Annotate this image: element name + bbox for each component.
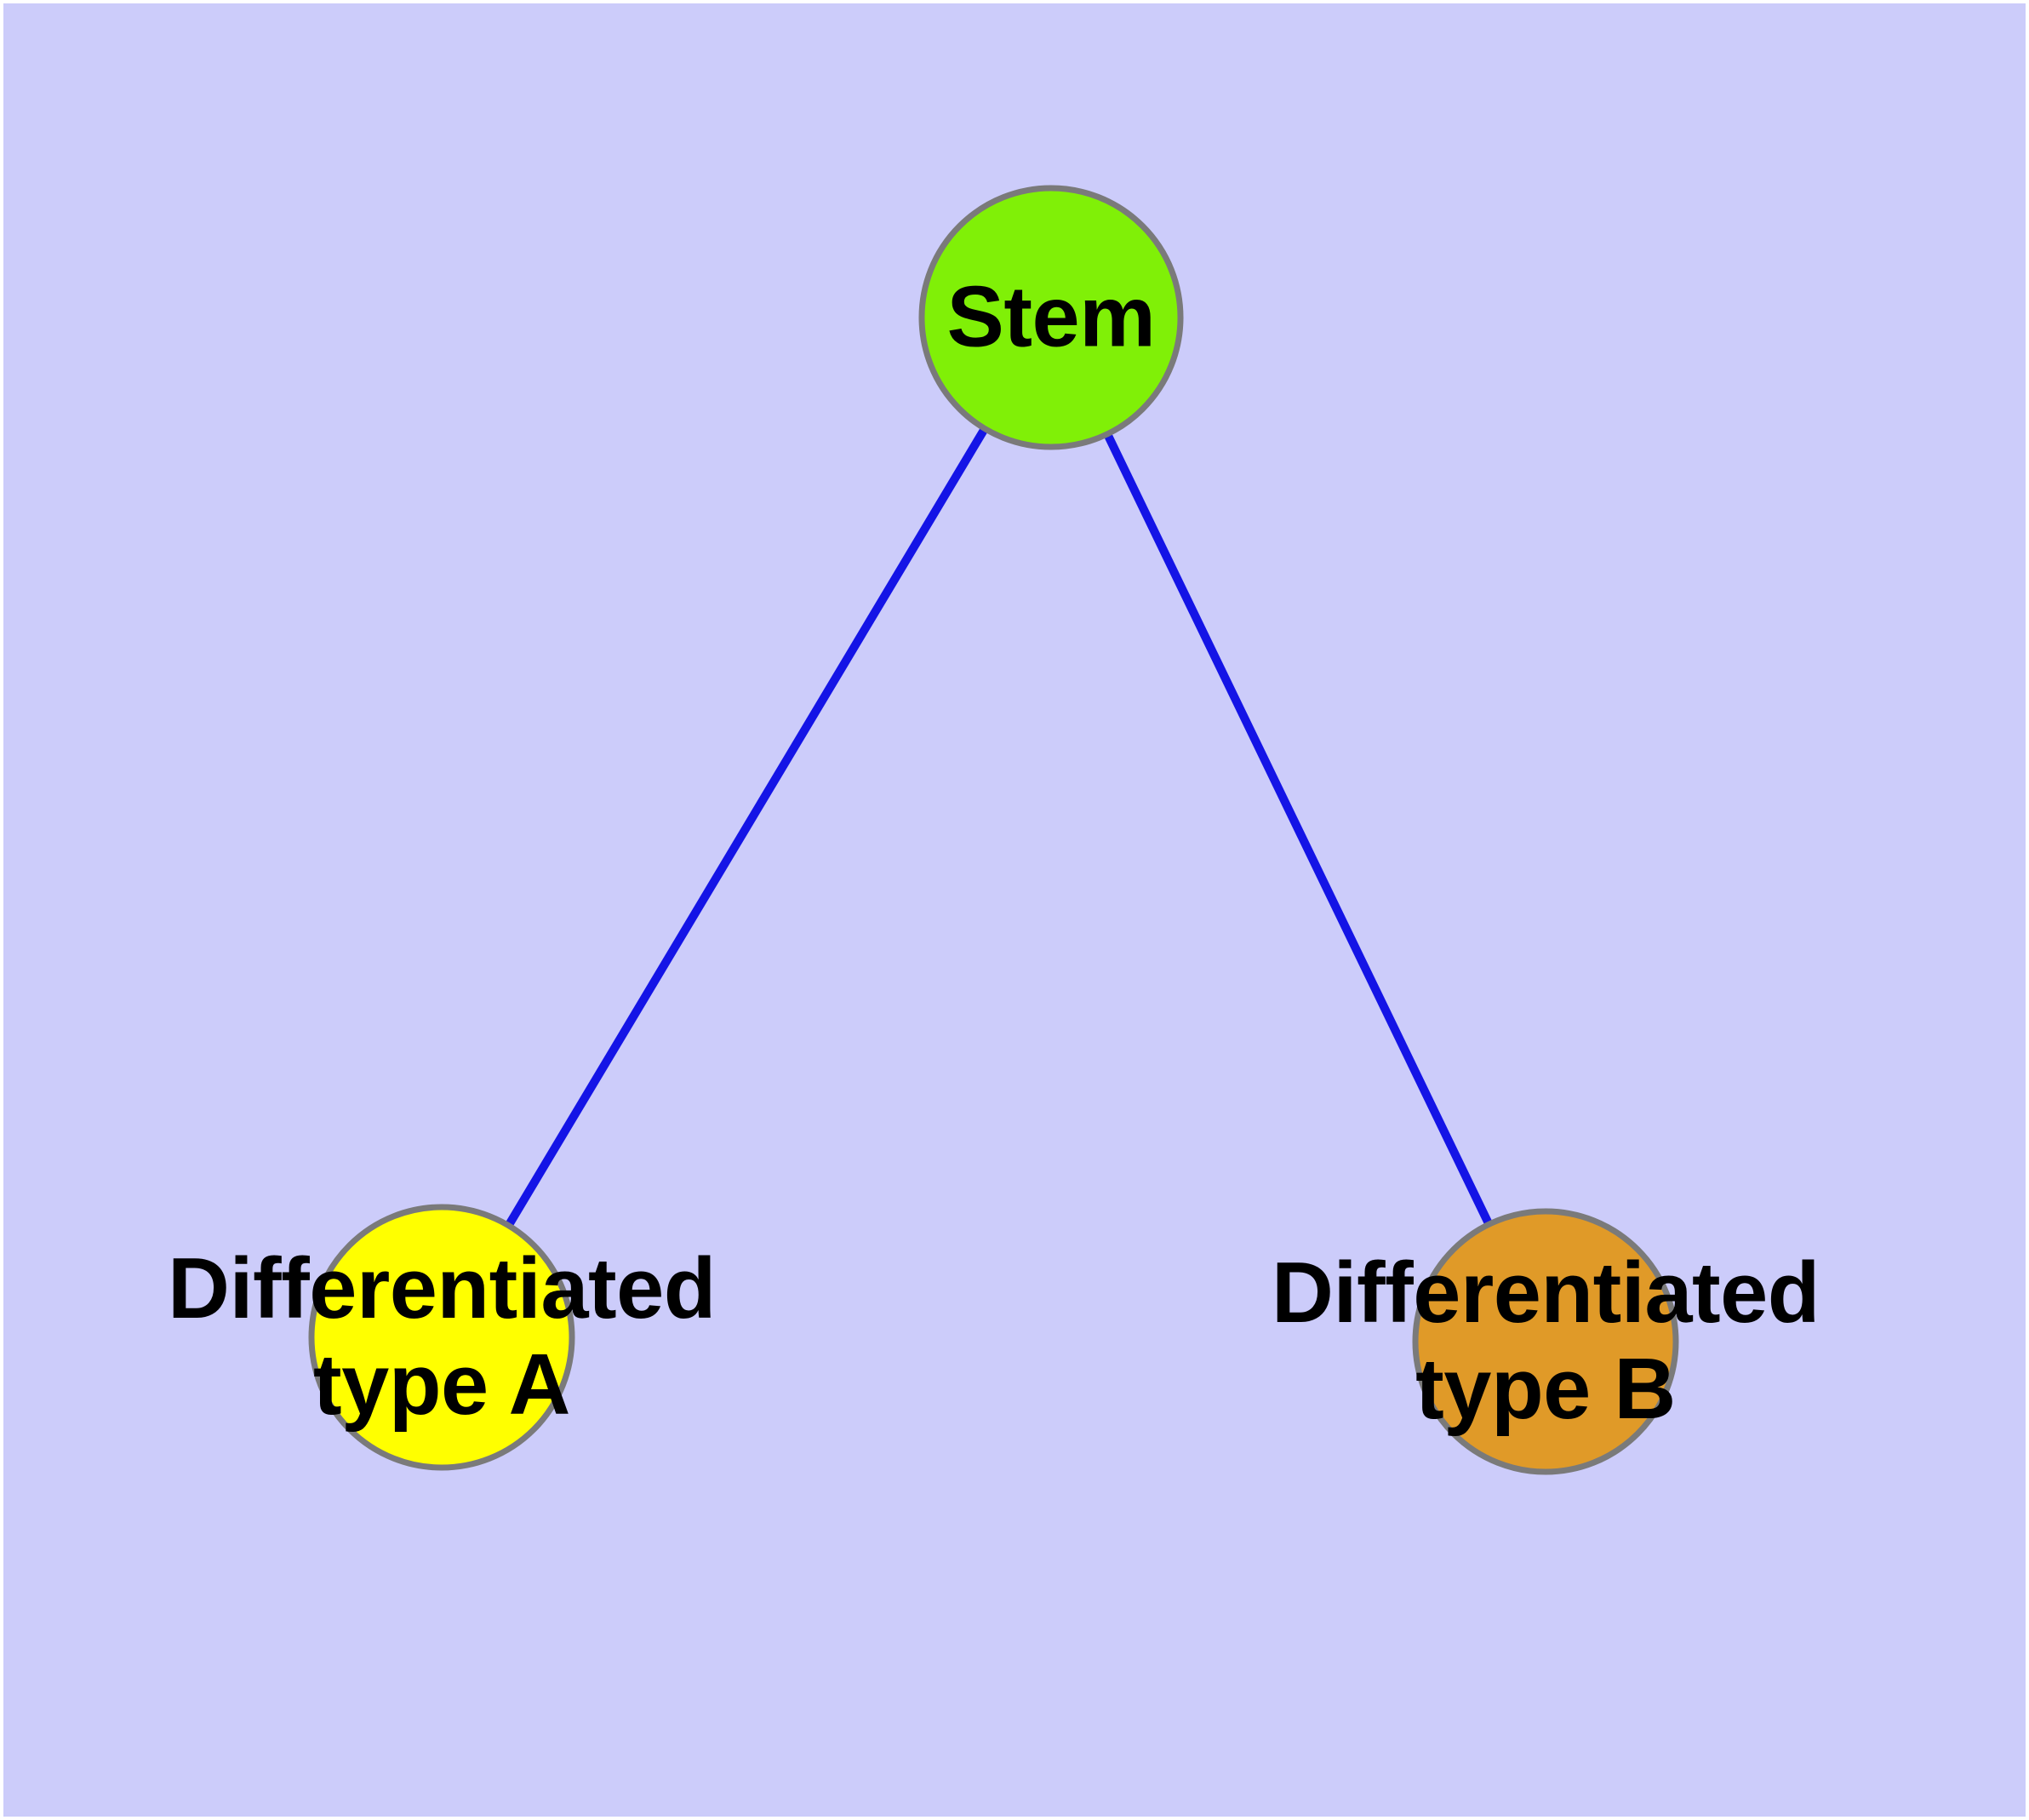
graph-svg: [308, 185, 1679, 1475]
graph-node-stem[interactable]: [918, 185, 1184, 450]
graph-edge-stem-diff_a[interactable]: [437, 315, 1055, 1340]
nodes-layer: [308, 185, 1679, 1475]
graph-node-diff_b[interactable]: [1412, 1208, 1679, 1475]
graph-node-diff_a[interactable]: [308, 1204, 575, 1471]
edges-layer: [437, 315, 1550, 1344]
graph-edge-stem-diff_b[interactable]: [1047, 315, 1550, 1344]
